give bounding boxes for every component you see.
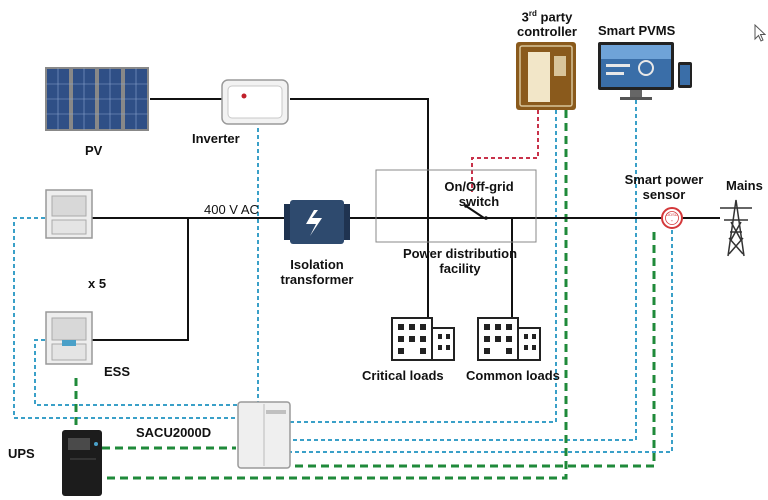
- third-party-controller-icon: [516, 42, 576, 110]
- isolation-transformer-label-line1: Isolation: [290, 257, 344, 272]
- third-party-controller-label-line1: 3rd party: [521, 9, 573, 25]
- pv-panels-icon: [45, 67, 149, 131]
- mains-pylon-icon: [720, 199, 752, 257]
- pdf-label-line1: Power distribution: [402, 246, 518, 261]
- mouse-cursor-icon: [754, 24, 766, 42]
- power-lines: [92, 98, 720, 341]
- third-party-controller-label: 3rd party controller: [504, 6, 590, 39]
- switch-blade: [465, 205, 485, 219]
- critical-loads-label: Critical loads: [362, 368, 444, 383]
- ess-bottom-to-bus: [92, 218, 189, 341]
- inverter-label: Inverter: [192, 131, 240, 146]
- switch-label: On/Off-grid switch: [432, 179, 526, 209]
- svg-text:⌁: ⌁: [671, 218, 674, 223]
- switch-label-line2: switch: [458, 194, 500, 209]
- smart-pvms-label: Smart PVMS: [598, 23, 676, 38]
- ess-top-icon: [45, 189, 93, 239]
- comm-line-pvms: [290, 100, 637, 441]
- pdf-label: Power distribution facility: [390, 246, 530, 276]
- switch-label-line1: On/Off-grid: [444, 179, 514, 194]
- comm-line-ess-bottom: [34, 339, 238, 406]
- inverter-icon: [221, 79, 289, 125]
- sacu-icon: [237, 401, 291, 469]
- ups-icon: [62, 430, 102, 496]
- comm-line-sensor-green: [290, 232, 656, 468]
- ups-label: UPS: [8, 446, 35, 461]
- comm-lines: [13, 100, 673, 480]
- comm-line-sensor: [290, 230, 673, 453]
- bus-voltage-label: 400 V AC: [204, 202, 259, 217]
- pdf-label-line2: facility: [439, 261, 481, 276]
- sacu-label: SACU2000D: [136, 425, 212, 440]
- sensor-badge-text: DDSU: [666, 212, 677, 217]
- switch-icon: [464, 204, 488, 220]
- isolation-transformer-label: Isolation transformer: [274, 257, 360, 287]
- comm-line-controller-blue: [290, 110, 557, 423]
- comm-line-inverter: [238, 128, 259, 439]
- third-party-controller-label-line2: controller: [517, 24, 577, 40]
- pv-label: PV: [85, 143, 103, 158]
- smart-power-sensor-icon: DDSU ⌁: [661, 207, 683, 229]
- mains-label: Mains: [726, 178, 763, 193]
- comm-line-controller-green: [102, 110, 568, 480]
- comm-line-ess-top: [13, 217, 238, 419]
- critical-loads-building-icon: [391, 317, 455, 361]
- smart-power-sensor-label-line1: Smart power: [624, 172, 704, 187]
- power-distribution-facility-box: [375, 169, 537, 243]
- ess-bottom-icon: [45, 311, 93, 365]
- ess-count-label: x 5: [88, 276, 107, 291]
- smart-pvms-icon: [598, 42, 692, 100]
- common-loads-label: Common loads: [466, 368, 560, 383]
- common-loads-building-icon: [477, 317, 541, 361]
- isolation-transformer-label-line2: transformer: [280, 272, 354, 287]
- isolation-transformer-icon: [284, 200, 350, 244]
- inverter-to-pdf: [290, 98, 429, 320]
- comm-line-controller-switch: [471, 110, 539, 192]
- smart-power-sensor-label: Smart power sensor: [614, 172, 714, 202]
- smart-power-sensor-label-line2: sensor: [642, 187, 686, 202]
- ess-label: ESS: [104, 364, 131, 379]
